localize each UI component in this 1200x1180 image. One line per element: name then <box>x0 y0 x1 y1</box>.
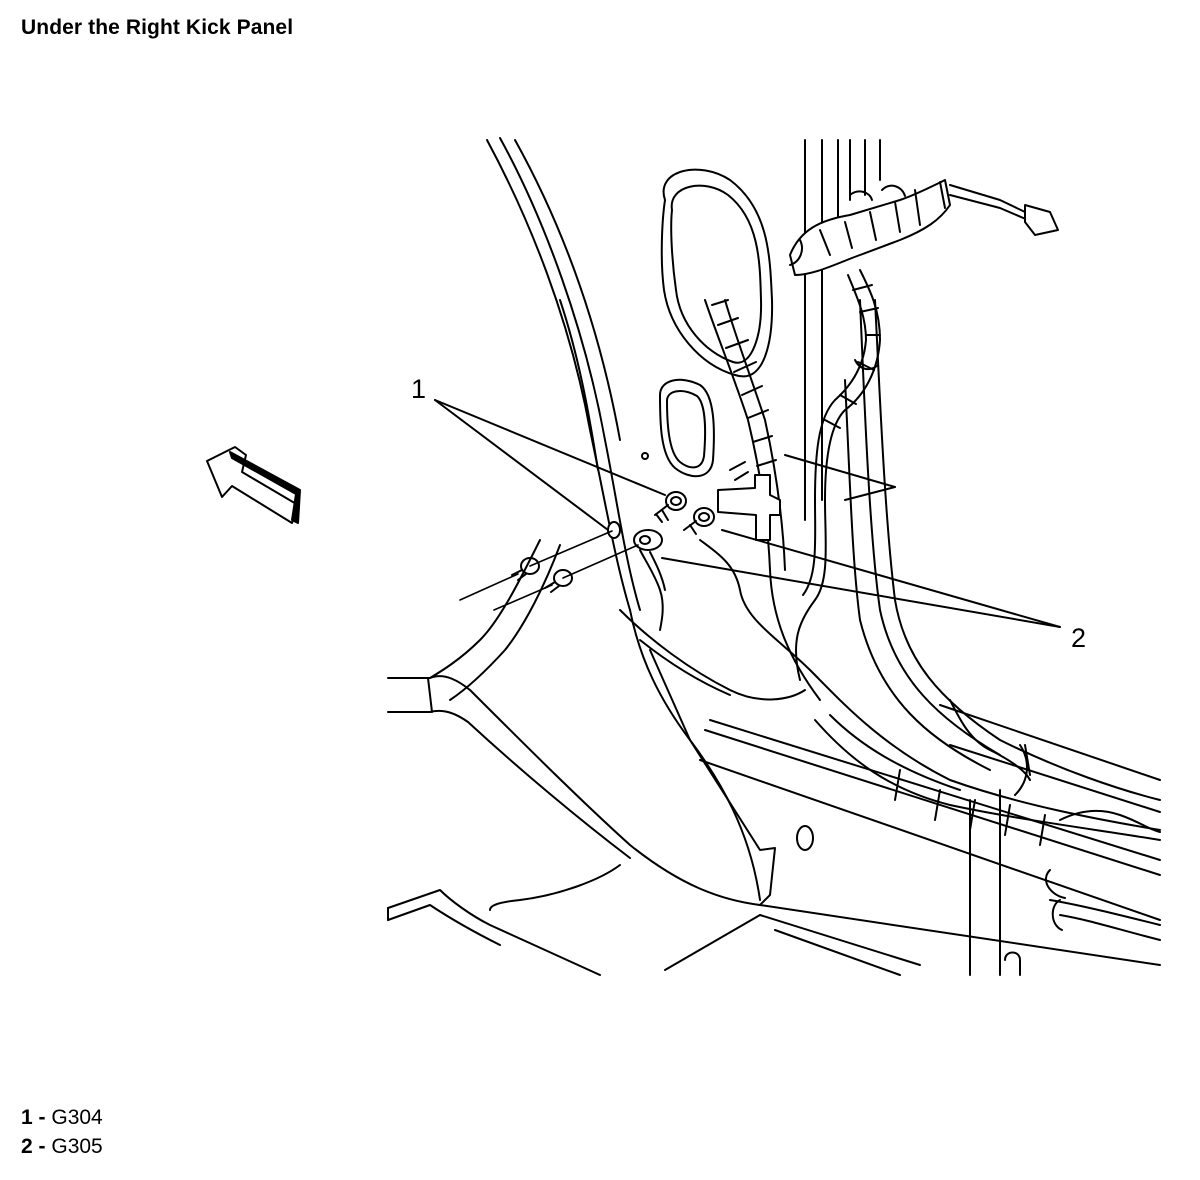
legend-separator: - <box>32 1135 52 1158</box>
legend: 1 - G304 2 - G305 <box>21 1103 103 1161</box>
legend-number: 1 <box>21 1106 33 1129</box>
callout-2: 2 <box>1071 623 1086 653</box>
leader-lines <box>434 399 1061 628</box>
harness-connector <box>789 179 1059 276</box>
legend-separator: - <box>32 1106 52 1129</box>
ground-fasteners <box>511 461 781 631</box>
legend-item-2: 2 - G305 <box>21 1132 103 1161</box>
diagram-title: Under the Right Kick Panel <box>21 16 294 39</box>
rectangular-hole <box>641 378 715 478</box>
legend-text: G304 <box>51 1106 103 1129</box>
floor-and-rocker <box>387 539 1161 976</box>
legend-number: 2 <box>21 1135 33 1158</box>
forward-arrow-icon <box>206 446 301 524</box>
oval-access-hole <box>660 168 774 378</box>
legend-text: G305 <box>51 1135 103 1158</box>
a-pillar-outline <box>486 137 641 611</box>
legend-item-1: 1 - G304 <box>21 1103 103 1132</box>
callout-1: 1 <box>411 374 426 404</box>
b-pillar-lines <box>804 139 1161 801</box>
